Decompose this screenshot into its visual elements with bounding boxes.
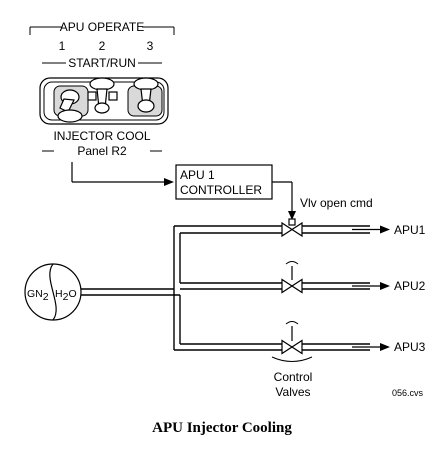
injector-cool-switch-3[interactable]	[127, 77, 163, 117]
figure-id: 056.cvs	[392, 388, 424, 398]
start-run-label: START/RUN	[68, 56, 136, 70]
outlet-line-2: APU2	[302, 279, 426, 293]
valve-command-label: Vlv open cmd	[300, 196, 373, 210]
controller-line-2: CONTROLLER	[180, 183, 262, 197]
controller-line-1: APU 1	[180, 168, 215, 182]
injector-cool-switch-2[interactable]	[87, 77, 118, 114]
gn2-h2o-tank: GN2 H2O	[24, 263, 82, 321]
tank-h-subscript: 2	[63, 291, 69, 303]
control-valve-3	[281, 321, 303, 355]
tank-h-label: H	[55, 288, 63, 300]
control-valves-line-2: Valves	[275, 385, 310, 399]
svg-text:GN2: GN2	[27, 288, 49, 303]
switch-to-controller-line	[71, 162, 174, 186]
apu-operate-label: APU OPERATE	[60, 20, 144, 34]
figure-caption: APU Injector Cooling	[152, 420, 292, 436]
apu-controller-box: APU 1 CONTROLLER	[175, 164, 273, 200]
switch-number-2: 2	[99, 39, 106, 53]
output-label-apu2: APU2	[394, 279, 426, 293]
output-label-apu3: APU3	[394, 340, 426, 354]
injector-cool-label-group: INJECTOR COOL Panel R2	[42, 129, 162, 158]
svg-text:H2O: H2O	[55, 288, 77, 303]
panel-header: APU OPERATE 1 2 3 START/RUN	[29, 20, 175, 70]
switch-number-1: 1	[59, 39, 66, 53]
panel-name-label: Panel R2	[77, 144, 127, 158]
supply-piping	[81, 225, 282, 351]
switch-number-3: 3	[147, 39, 154, 53]
injector-cool-label: INJECTOR COOL	[53, 129, 150, 143]
tank-gn-label: GN	[27, 288, 43, 300]
injector-cool-switch-1[interactable]	[53, 85, 89, 123]
control-valve-1	[281, 218, 303, 238]
tank-gn-subscript: 2	[43, 291, 49, 303]
control-valves-label-group: Control Valves	[271, 356, 313, 399]
output-label-apu1: APU1	[394, 223, 426, 237]
outlet-line-3: APU3	[302, 340, 426, 354]
control-valve-2	[281, 261, 303, 294]
valve-command-line: Vlv open cmd	[272, 181, 373, 220]
outlet-line-1: APU1	[302, 223, 426, 237]
control-valves-line-1: Control	[274, 370, 313, 384]
tank-o-label: O	[68, 288, 76, 300]
